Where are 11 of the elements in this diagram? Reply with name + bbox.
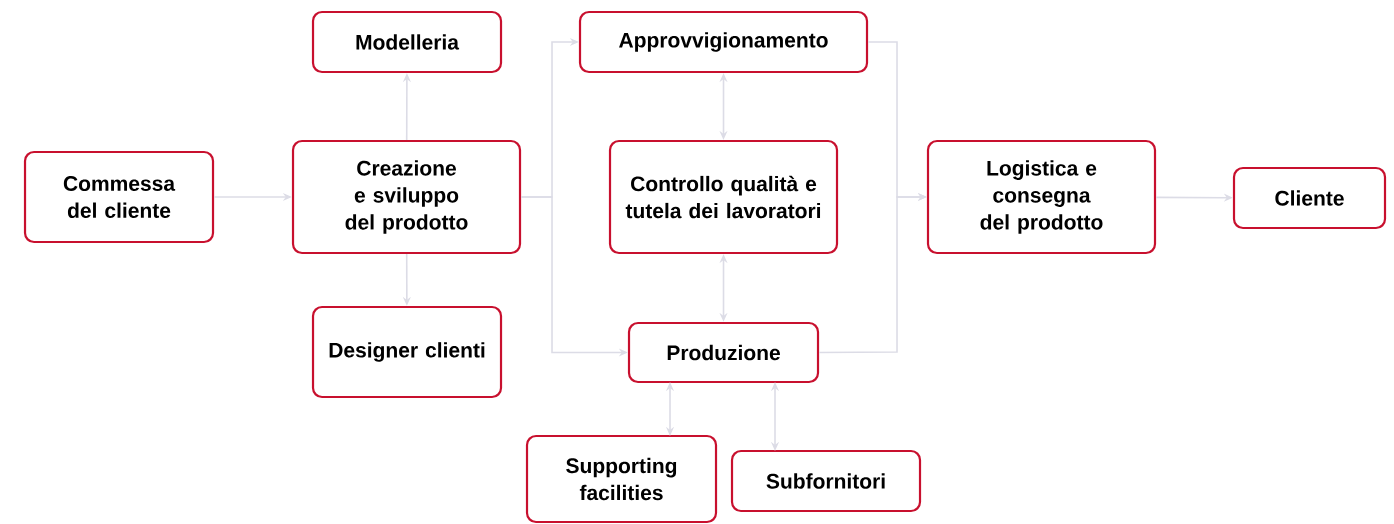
process-box: Designer clienti [311,305,503,399]
process-box: Approvvigionamento [578,10,869,74]
process-box: Subfornitori [730,449,922,513]
process-box: Creazione e sviluppo del prodotto [291,139,522,255]
process-box: Cliente [1232,166,1387,230]
process-box: Logistica e consegna del prodotto [926,139,1157,255]
process-box: Modelleria [311,10,503,74]
process-box: Supporting facilities [525,434,718,524]
process-box: Produzione [627,321,820,384]
process-box: Commessa del cliente [23,150,215,244]
process-box: Controllo qualità e tutela dei lavoratori [608,139,839,255]
